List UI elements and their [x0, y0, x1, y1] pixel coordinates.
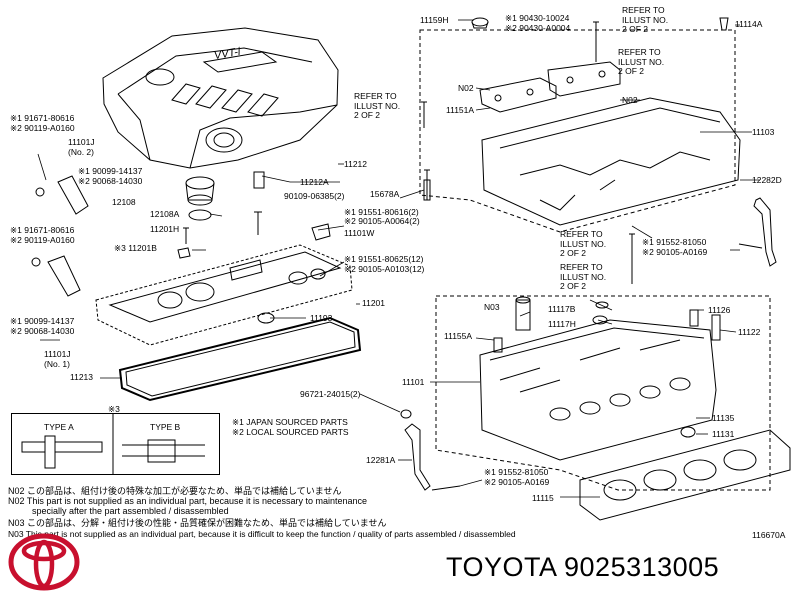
- note-n03-japanese: N03 この部品は、分解・組付け後の性能・品質確保が困難なため、単品では補給して…: [8, 518, 387, 528]
- type-legend-box: [11, 413, 220, 475]
- part-label-11101w: 11101W: [344, 228, 375, 238]
- part-label-n03: N03: [484, 302, 500, 312]
- bearing-caps-drawing: [479, 61, 621, 113]
- part-label-11201b: ※3 11201B: [114, 243, 157, 253]
- part-label-11201h: 11201H: [150, 224, 180, 234]
- part-label-12108a: 12108A: [150, 209, 180, 219]
- part-label-11126: 11126: [708, 305, 731, 315]
- part-label-90105-a0169-b: ※2 90105-A0169: [484, 477, 550, 487]
- part-label-11103: 11103: [752, 127, 775, 137]
- part-label-96721-24015: 96721-24015(2): [300, 389, 361, 399]
- part-label-11101: 11101: [402, 377, 425, 387]
- part-label-90109-06385: 90109-06385(2): [284, 191, 345, 201]
- head-cover-gasket-drawing: [118, 316, 362, 402]
- part-label-11201: 11201: [362, 298, 386, 308]
- refer-note-4: REFER TO ILLUST NO. 2 OF 2: [560, 229, 607, 258]
- type-legend-drawings: [21, 414, 205, 474]
- part-label-11213: 11213: [70, 372, 94, 382]
- part-label-91551-80625: ※1 91551-80625(12): [344, 254, 424, 264]
- part-label-15678a: 15678A: [370, 189, 400, 199]
- part-label-11212: 11212: [344, 159, 368, 169]
- cylinder-head-cover-illustration: [95, 244, 353, 346]
- part-label-90099-14137-a: ※1 90099-14137: [78, 166, 143, 176]
- illustration-code: 116670A: [752, 530, 786, 540]
- part-label-90105-a0103: ※2 90105-A0103(12): [344, 264, 425, 274]
- part-label-91551-80616: ※1 91551-80616(2): [344, 207, 419, 217]
- type-legend-marker: ※3: [108, 404, 120, 414]
- head-cover-gasket-inner: [125, 321, 356, 397]
- oil-filler-cap-drawing: [185, 176, 215, 221]
- part-label-12281a: 12281A: [366, 455, 396, 465]
- part-label-90430-10024: ※1 90430-10024: [505, 13, 570, 23]
- part-label-91552-81050-a: ※1 91552-81050: [642, 237, 707, 247]
- part-label-11159h: 11159H: [420, 15, 449, 25]
- part-label-11101j-no1-sub: (No. 1): [44, 359, 70, 369]
- part-label-90068-14030-a: ※2 90068-14030: [78, 176, 143, 186]
- part-label-11117h: 11117H: [548, 319, 576, 329]
- part-label-11151a: 11151A: [446, 105, 475, 115]
- refer-note-5: REFER TO ILLUST NO. 2 OF 2: [560, 262, 607, 291]
- engine-cover-illustration: [102, 27, 339, 169]
- part-label-90099-14137-b: ※1 90099-14137: [10, 316, 75, 326]
- legend-japan-sourced: ※1 JAPAN SOURCED PARTS: [232, 417, 348, 427]
- refer-note-1: REFER TO ILLUST NO. 2 OF 2: [622, 5, 669, 34]
- part-label-90105-a0064: ※2 90105-A0064(2): [344, 216, 420, 226]
- part-label-90068-14030-b: ※2 90068-14030: [10, 326, 75, 336]
- part-label-11122: 11122: [738, 327, 761, 337]
- camshaft-housing-drawing: [419, 29, 741, 233]
- part-label-91552-81050-b: ※1 91552-81050: [484, 467, 549, 477]
- cylinder-head-drawing: [435, 295, 771, 491]
- part-label-11101j-no2: 11101J: [68, 137, 95, 147]
- note-n03-english: N03 This part is not supplied as an indi…: [8, 529, 516, 539]
- part-label-90105-a0169-a: ※2 90105-A0169: [642, 247, 708, 257]
- part-label-11115: 11115: [532, 493, 554, 503]
- part-label-90119-a0160-b: ※2 90119-A0160: [10, 235, 75, 245]
- head-gasket-drawing: [579, 429, 791, 521]
- part-label-11135: 11135: [712, 413, 735, 423]
- part-label-90119-a0160-a: ※2 90119-A0160: [10, 123, 75, 133]
- small-parts-drawing: [31, 17, 777, 491]
- part-label-11117b: 11117B: [548, 304, 576, 314]
- part-label-11193: 11193: [310, 313, 333, 323]
- part-label-91671-80616-a: ※1 91671-80616: [10, 113, 75, 123]
- toyota-logo-icon: [8, 533, 80, 591]
- part-label-11131: 11131: [712, 429, 735, 439]
- part-label-11212a: 11212A: [300, 177, 329, 187]
- refer-note-3: REFER TO ILLUST NO. 2 OF 2: [354, 91, 401, 120]
- leader-lines: [37, 19, 760, 498]
- part-label-91671-80616-b: ※1 91671-80616: [10, 225, 75, 235]
- part-label-12282d: 12282D: [752, 175, 782, 185]
- cover-vvti-ribs: [171, 51, 279, 117]
- part-label-11101j-no1: 11101J: [44, 349, 71, 359]
- note-n02-english-line1: N02 This part is not supplied as an indi…: [8, 496, 368, 506]
- part-label-11155a: 11155A: [444, 331, 473, 341]
- part-label-90430-a0004: ※2 90430-A0004: [505, 23, 571, 33]
- refer-note-2: REFER TO ILLUST NO. 2 OF 2: [618, 47, 665, 76]
- part-label-12108: 12108: [112, 197, 136, 207]
- type-a-label: TYPE A: [44, 422, 74, 432]
- legend-local-sourced: ※2 LOCAL SOURCED PARTS: [232, 427, 349, 437]
- part-label-n02-top: N02: [458, 83, 474, 93]
- part-label-11101j-no2-sub: (No. 2): [68, 147, 94, 157]
- note-n02-english-line2: specially after the part assembled / dis…: [32, 506, 229, 516]
- part-label-11114a: 11114A: [735, 19, 763, 29]
- type-b-label: TYPE B: [150, 422, 181, 432]
- brand-part-number: TOYOTA 9025313005: [446, 552, 720, 582]
- note-n02-japanese: N02 この部品は、組付け後の特殊な加工が必要なため、単品では補給していません: [8, 486, 342, 496]
- part-label-n02-right: N02: [622, 95, 638, 105]
